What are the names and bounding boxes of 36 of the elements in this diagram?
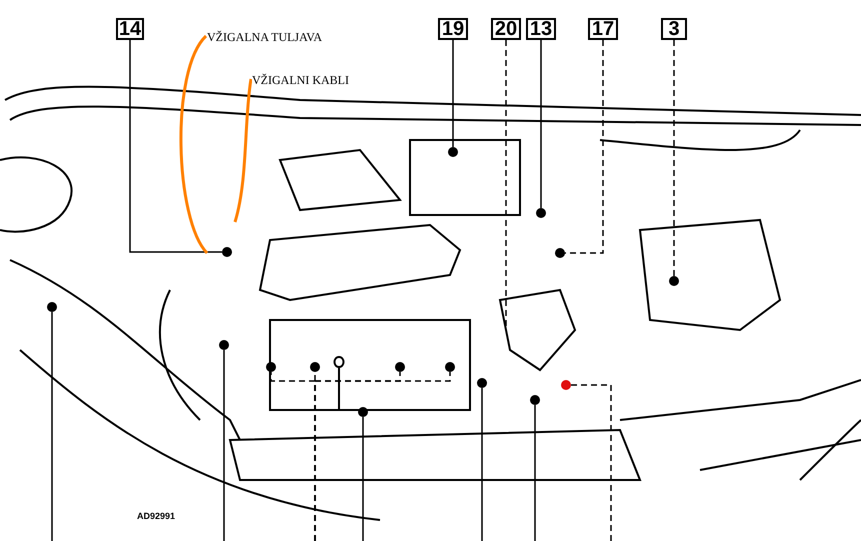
leader-dot — [310, 362, 320, 372]
leader-line — [234, 78, 252, 222]
leader-line — [673, 40, 675, 276]
leader-dot — [222, 247, 232, 257]
leader-line — [362, 417, 364, 541]
leader-dot — [530, 395, 540, 405]
leader-dot — [555, 248, 565, 258]
callout-number: 3 — [661, 18, 687, 40]
leader-line — [571, 384, 612, 541]
leader-line — [51, 312, 53, 541]
leader-dot — [358, 407, 368, 417]
leader-dot — [669, 276, 679, 286]
leader-dot — [219, 340, 229, 350]
leader-dot — [445, 362, 455, 372]
leader-line — [452, 40, 454, 147]
leader-line — [180, 35, 208, 254]
drawing-number: AD92991 — [137, 511, 176, 521]
leader-dot — [561, 380, 571, 390]
callout-number: 13 — [526, 18, 556, 40]
leader-dot — [536, 208, 546, 218]
leader-dot — [47, 302, 57, 312]
leader-line — [534, 405, 536, 541]
callout-number: 20 — [491, 18, 521, 40]
leader-line — [540, 40, 542, 208]
callout-number: 14 — [116, 18, 144, 40]
leader-line — [129, 40, 222, 253]
leader-line — [481, 388, 483, 541]
callout-number: 19 — [438, 18, 468, 40]
leader-line — [565, 40, 604, 254]
leader-line — [223, 350, 225, 541]
leader-line — [314, 372, 451, 541]
leader-dot — [266, 362, 276, 372]
leader-dot — [395, 362, 405, 372]
leader-dot — [477, 378, 487, 388]
leader-dot — [448, 147, 458, 157]
callout-number: 17 — [588, 18, 618, 40]
